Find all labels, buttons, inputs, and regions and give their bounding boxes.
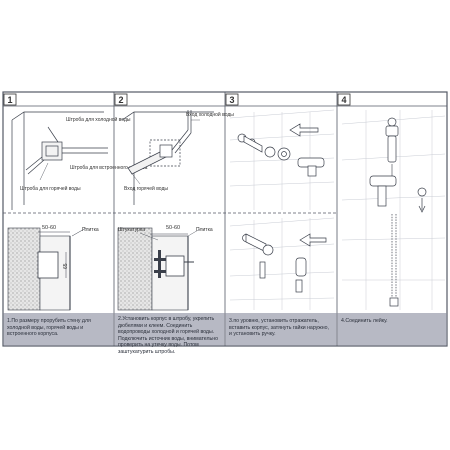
dim-50-60: 50-60 <box>42 225 56 231</box>
arrow-left-icon <box>299 233 327 247</box>
caption-step-1: 1.По размеру прорубить стену для холодно… <box>7 318 111 338</box>
caption-line: холодной воды, горячей воды и <box>7 324 84 331</box>
step3-tiled-wall-bottom <box>229 217 335 310</box>
caption-line: заштукатурить штробы. <box>118 348 176 355</box>
label-hot-inlet: Вход горячей воды <box>124 185 168 192</box>
step3-handle-install <box>242 233 307 293</box>
step-2-number: 2 <box>118 95 123 105</box>
caption-line: водопроводы холодной и горячей воды. <box>118 329 215 336</box>
step-number-box: 2 <box>114 93 128 106</box>
caption-line: 2.Установить корпус в штробу, укрепить <box>118 316 215 322</box>
caption-bar <box>114 313 225 346</box>
caption-bar <box>3 313 114 346</box>
caption-line: 1.По размеру прорубить стену для <box>7 318 91 324</box>
caption-line: и установить ручку. <box>229 331 276 338</box>
step2-wall-section <box>117 227 201 311</box>
caption-step-3: 3.по уровню, установить отражатель, вста… <box>229 318 334 338</box>
step4-tiled-wall <box>341 110 446 310</box>
dim-50-60: 50-60 <box>166 225 180 231</box>
step-number-box: 4 <box>337 93 351 106</box>
step-number-box: 3 <box>225 93 239 106</box>
label-plaster: Штукатурка <box>118 227 145 233</box>
caption-bar <box>337 313 447 346</box>
caption-bar <box>225 313 337 346</box>
step-3-number: 3 <box>229 95 234 105</box>
caption-line: проверить на утечку воды. Потом <box>118 342 199 349</box>
caption-line: вставить корпус, затянуть гайки наружно, <box>229 324 329 331</box>
caption-step-4: 4.Соединить лейку. <box>341 318 444 325</box>
label-mixer-chase: Штроба для встроенного корпуса <box>70 165 148 171</box>
caption-line: 3.по уровню, установить отражатель, <box>229 318 319 324</box>
label-tile: Плитка <box>82 227 99 233</box>
step-4-number: 4 <box>341 95 346 105</box>
label-hot-chase: Штроба для горячей воды <box>20 185 81 192</box>
caption-line: дюбелями и клеем. Соединить <box>118 322 193 329</box>
label-cold-chase: Штроба для холодной воды <box>66 116 131 123</box>
step2-mixer-install <box>121 110 214 205</box>
step3-mixer-parts <box>237 133 325 177</box>
caption-line: встроенного корпуса. <box>7 331 59 338</box>
step1-wall-chases <box>11 111 108 210</box>
step1-wall-section <box>7 227 87 311</box>
step-1-number: 1 <box>7 95 12 105</box>
dim-65: 65 <box>63 263 69 269</box>
arrow-left-icon <box>289 123 319 137</box>
step-number-box: 1 <box>3 93 17 106</box>
caption-step-2: 2.Установить корпус в штробу, укрепить д… <box>118 316 222 356</box>
label-cold-inlet: Вход холодной воды <box>186 111 234 118</box>
caption-line: Подключить источник воды, внимательно <box>118 335 219 342</box>
caption-line: 4.Соединить лейку. <box>341 318 388 324</box>
step4-shower-assembly <box>369 117 427 307</box>
label-tile: Плитка <box>196 227 213 233</box>
